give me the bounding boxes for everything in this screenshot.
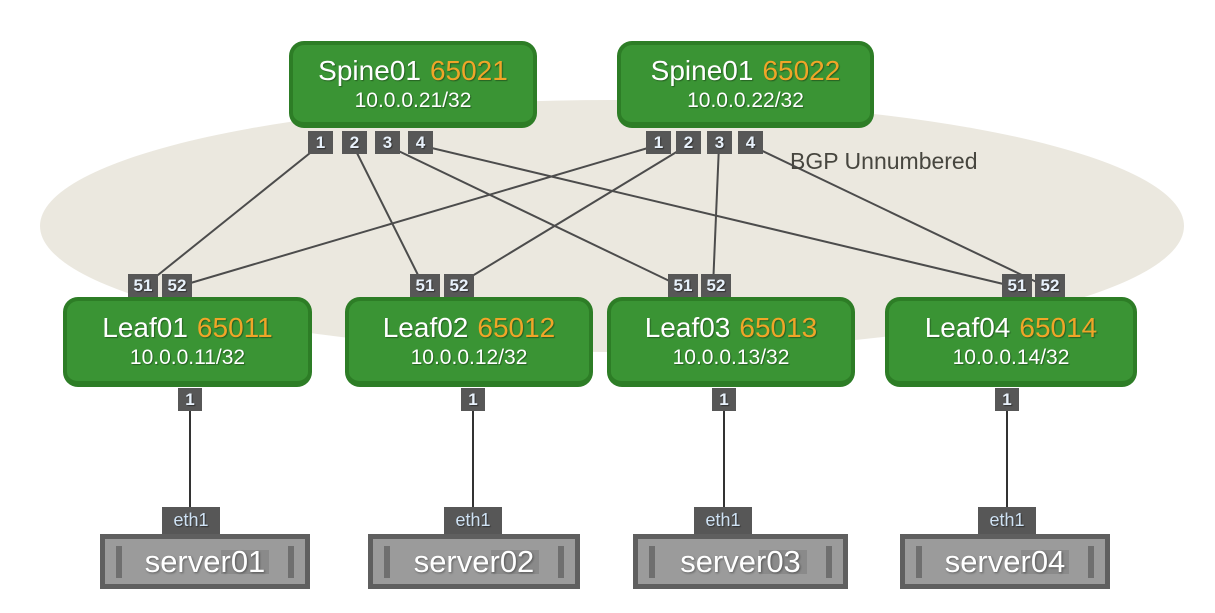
leaf4-ip: 10.0.0.14/32 (952, 346, 1070, 369)
leaf3-port-52: 52 (701, 274, 731, 297)
server-bay-icon (221, 549, 269, 574)
server-rail-icon (558, 545, 564, 578)
leaf2-port-1: 1 (461, 388, 485, 411)
server-rail-icon (826, 545, 832, 578)
leaf2-asn: 65012 (477, 312, 556, 343)
server3-node: server03 (633, 534, 848, 589)
spine2-name: Spine01 (650, 54, 754, 86)
server4-node: server04 (900, 534, 1110, 589)
leaf4-title: Leaf04 65014 (925, 312, 1098, 344)
server3-eth1-label: eth1 (694, 507, 752, 534)
server-bay-icon (1021, 549, 1069, 574)
server-rail-icon (288, 545, 294, 578)
spine1-port-1: 1 (308, 131, 333, 154)
leaf1-name: Leaf01 (102, 312, 188, 343)
leaf3-port-1: 1 (712, 388, 736, 411)
spine1-port-3: 3 (375, 131, 400, 154)
leaf1-port-51: 51 (128, 274, 158, 297)
server3-name: server03 (680, 543, 801, 579)
server2-node: server02 (368, 534, 580, 589)
leaf4-port-1: 1 (995, 388, 1019, 411)
leaf1-asn: 65011 (196, 312, 273, 343)
server1-eth1-label: eth1 (162, 507, 220, 534)
leaf1-ip: 10.0.0.11/32 (129, 346, 246, 369)
server-rail-icon (1088, 545, 1094, 578)
server-rail-icon (649, 545, 655, 578)
leaf3-asn: 65013 (739, 312, 818, 343)
server-rail-icon (384, 545, 390, 578)
leaf1-title: Leaf01 65011 (102, 312, 272, 344)
spine1-asn: 65021 (429, 54, 508, 86)
server-bay-icon (759, 549, 807, 574)
spine2-ip: 10.0.0.22/32 (687, 88, 804, 112)
leaf3-ip: 10.0.0.13/32 (672, 346, 790, 369)
leaf3-name: Leaf03 (644, 312, 731, 343)
bgp-unnumbered-label: BGP Unnumbered (790, 148, 978, 174)
leaf4-node: Leaf04 65014 10.0.0.14/32 (885, 297, 1137, 387)
bgp-unnumbered-ellipse (40, 100, 1184, 352)
leaf3-title: Leaf03 65013 (645, 312, 818, 344)
leaf3-port-51: 51 (668, 274, 698, 297)
spine2-port-1: 1 (646, 131, 671, 154)
leaf4-asn: 65014 (1019, 312, 1098, 343)
spine2-asn: 65022 (762, 54, 841, 86)
server2-eth1-label: eth1 (444, 507, 502, 534)
leaf1-port-52: 52 (162, 274, 192, 297)
leaf4-port-51: 51 (1002, 274, 1032, 297)
spine1-port-2: 2 (342, 131, 367, 154)
server-links (189, 400, 1008, 517)
spine2-port-2: 2 (676, 131, 701, 154)
spine1-port-4: 4 (408, 131, 433, 154)
server-rail-icon (916, 545, 922, 578)
server-bay-icon (491, 549, 539, 574)
server4-eth1-label: eth1 (978, 507, 1036, 534)
leaf2-node: Leaf02 65012 10.0.0.12/32 (345, 297, 593, 387)
spine2-port-3: 3 (707, 131, 732, 154)
leaf2-name: Leaf02 (382, 312, 469, 343)
spine1-ip: 10.0.0.21/32 (354, 88, 472, 112)
server1-name: server01 (144, 543, 266, 579)
leaf1-port-1: 1 (178, 388, 202, 411)
leaf1-node: Leaf01 65011 10.0.0.11/32 (63, 297, 312, 387)
spine1-name: Spine01 (318, 54, 421, 86)
leaf2-port-52: 52 (444, 274, 474, 297)
leaf2-ip: 10.0.0.12/32 (410, 346, 528, 369)
server4-name: server04 (944, 543, 1066, 579)
server1-node: server01 (100, 534, 310, 589)
leaf2-title: Leaf02 65012 (383, 312, 556, 344)
leaf4-name: Leaf04 (924, 312, 1011, 343)
spine2-port-4: 4 (738, 131, 763, 154)
server-rail-icon (116, 545, 122, 578)
leaf3-node: Leaf03 65013 10.0.0.13/32 (607, 297, 855, 387)
leaf2-port-51: 51 (410, 274, 440, 297)
leaf4-port-52: 52 (1035, 274, 1065, 297)
server2-name: server02 (413, 543, 535, 579)
fabric-links (142, 144, 1048, 288)
